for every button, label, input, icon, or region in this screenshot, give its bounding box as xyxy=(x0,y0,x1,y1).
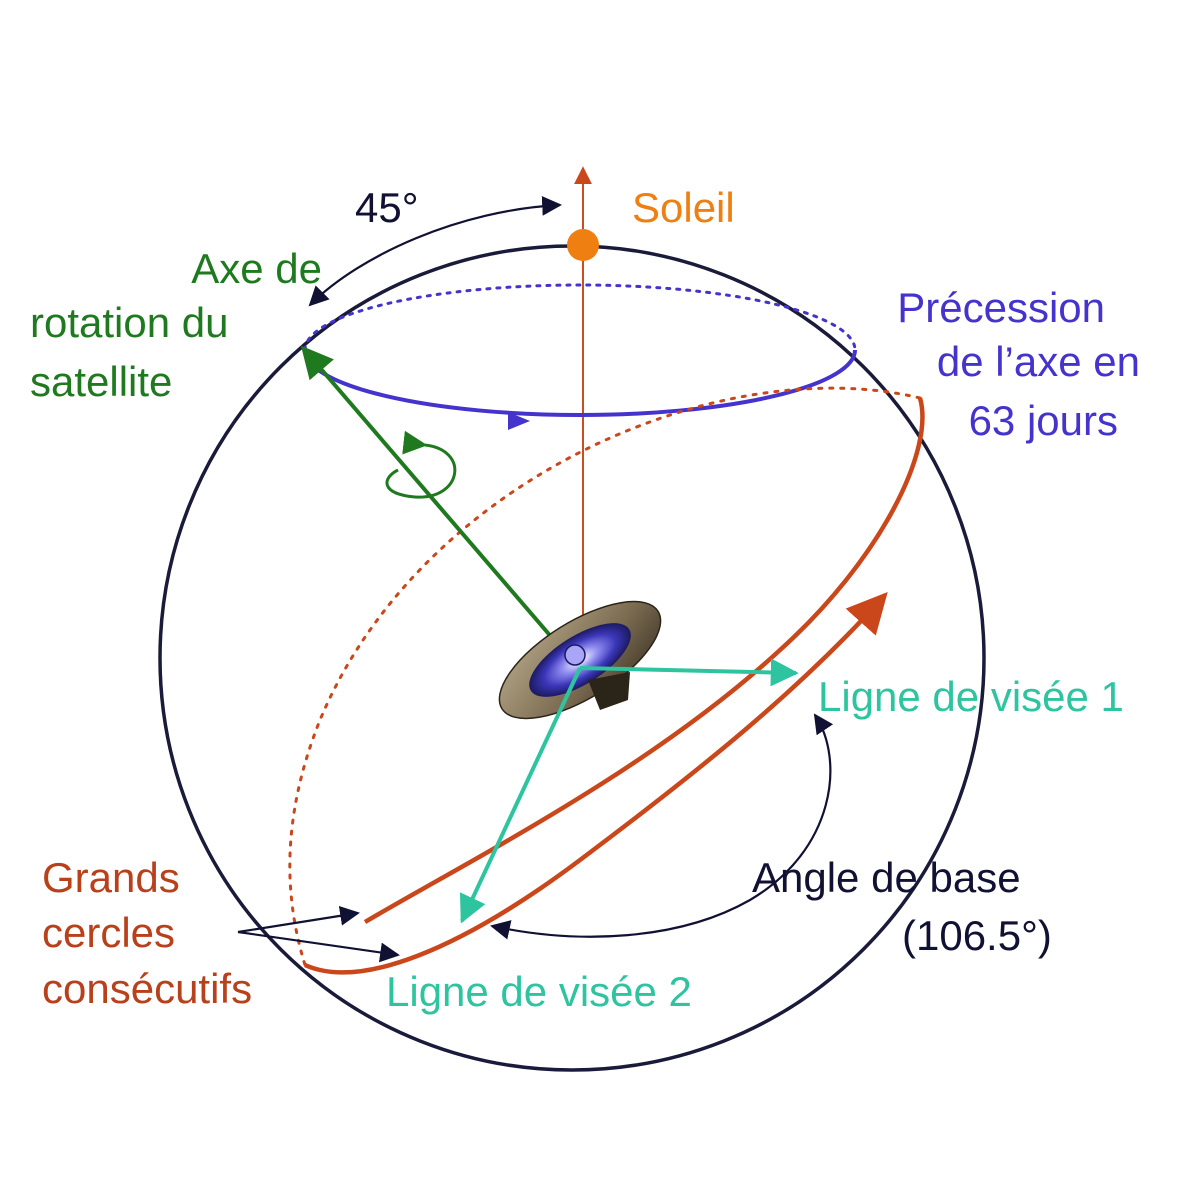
rotation-axis-arrow xyxy=(300,345,580,670)
basic-angle-label-line1: Angle de base xyxy=(752,854,1021,901)
line-of-sight-2-label: Ligne de visée 2 xyxy=(386,968,692,1015)
great-circle-1 xyxy=(363,397,925,924)
great-circles-label-line1: Grands xyxy=(42,854,180,901)
precession-circle-back xyxy=(303,283,857,352)
satellite-icon xyxy=(498,600,662,720)
angle-45-arc-arrow xyxy=(308,196,562,307)
line-of-sight-1-arrow xyxy=(579,658,799,687)
basic-angle-arc-arrow xyxy=(490,713,834,940)
precession-direction-arrow xyxy=(508,412,530,430)
pointer-to-circle-2 xyxy=(237,930,400,963)
basic-angle-label-line2: (106.5°) xyxy=(902,912,1052,959)
rotation-axis-label-line1: Axe de xyxy=(191,245,322,292)
precession-label-line2: de l’axe en xyxy=(937,338,1140,385)
great-circles-label-line3: consécutifs xyxy=(42,965,252,1012)
angle-45-label: 45° xyxy=(355,184,419,231)
great-circles-label-line2: cercles xyxy=(42,909,175,956)
sun-label: Soleil xyxy=(632,184,735,231)
pointer-to-circle-1 xyxy=(237,906,360,934)
precession-label-line3: 63 jours xyxy=(969,397,1118,444)
great-circle-back-dotted xyxy=(288,386,922,967)
rotation-axis-label-line2: rotation du xyxy=(30,299,228,346)
precession-circle-front xyxy=(303,349,857,417)
spin-direction-icon xyxy=(385,430,457,499)
line-of-sight-1-label: Ligne de visée 1 xyxy=(818,673,1124,720)
rotation-axis-label-line3: satellite xyxy=(30,358,172,405)
precession-label-line1: Précession xyxy=(897,284,1105,331)
sun-marker xyxy=(567,229,599,261)
